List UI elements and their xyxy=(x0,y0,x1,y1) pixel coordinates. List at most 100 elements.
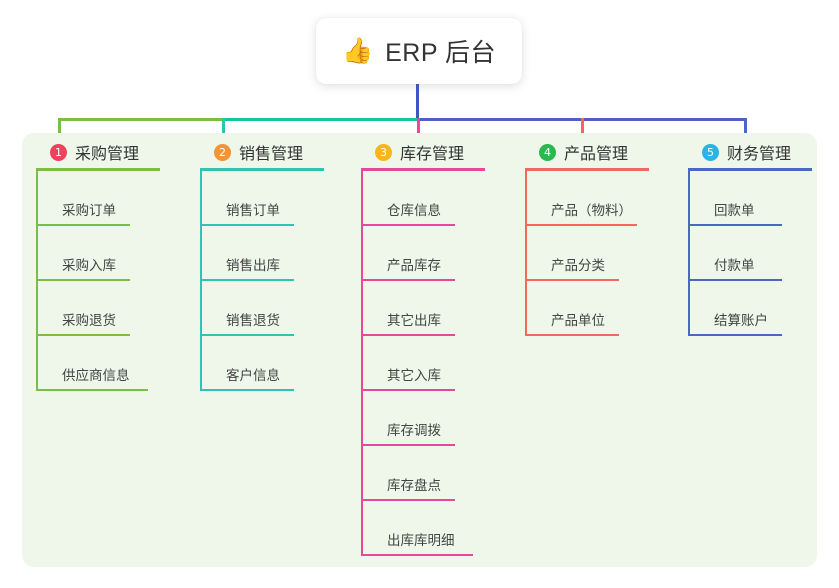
branch-item-label: 采购退货 xyxy=(62,313,116,328)
branch-header-1[interactable]: 1 采购管理 xyxy=(36,133,196,171)
branch-item[interactable]: 产品库存 xyxy=(361,226,521,281)
branch-item-underline xyxy=(200,334,294,336)
branch-item-underline xyxy=(200,389,294,391)
branch-item-label: 采购订单 xyxy=(62,203,116,218)
branch-item-label: 销售订单 xyxy=(226,203,280,218)
branch-item-underline xyxy=(361,389,455,391)
branch-item-underline xyxy=(200,279,294,281)
branch-header-5[interactable]: 5 财务管理 xyxy=(688,133,839,171)
branch-item[interactable]: 库存调拨 xyxy=(361,391,521,446)
branch-item-label: 回款单 xyxy=(714,203,755,218)
branch-item-label: 出库库明细 xyxy=(387,533,455,548)
branch-item-label: 其它出库 xyxy=(387,313,441,328)
branch-item-underline xyxy=(361,334,455,336)
branch-underline xyxy=(525,168,649,171)
branches-panel: 1 采购管理采购订单采购入库采购退货供应商信息 2 销售管理销售订单销售出库销售退货客… xyxy=(22,133,817,567)
branch-item-underline xyxy=(361,499,455,501)
branch-item-label: 付款单 xyxy=(714,258,755,273)
branch-number-badge: 2 xyxy=(214,143,231,161)
branch-column-1: 1 采购管理采购订单采购入库采购退货供应商信息 xyxy=(36,133,196,391)
branch-number-badge: 1 xyxy=(50,143,67,161)
branch-item-label: 采购入库 xyxy=(62,258,116,273)
branch-item-label: 产品单位 xyxy=(551,313,605,328)
branch-underline xyxy=(200,168,324,171)
branch-item[interactable]: 供应商信息 xyxy=(36,336,196,391)
branch-column-2: 2 销售管理销售订单销售出库销售退货客户信息 xyxy=(200,133,360,391)
branch-spine xyxy=(525,171,527,336)
thumbs-up-icon: 👍 xyxy=(341,36,374,65)
branch-item-underline xyxy=(688,334,782,336)
branch-item[interactable]: 回款单 xyxy=(688,171,839,226)
branch-item[interactable]: 采购订单 xyxy=(36,171,196,226)
branch-item-underline xyxy=(36,224,130,226)
branch-item[interactable]: 其它出库 xyxy=(361,281,521,336)
branch-spine xyxy=(361,171,363,556)
branch-item-label: 库存调拨 xyxy=(387,423,441,438)
branch-item-label: 其它入库 xyxy=(387,368,441,383)
branch-item-label: 结算账户 xyxy=(714,313,768,328)
branch-item-label: 产品分类 xyxy=(551,258,605,273)
branch-underline xyxy=(36,168,160,171)
branch-item-underline xyxy=(688,279,782,281)
branch-item-underline xyxy=(200,224,294,226)
branch-item[interactable]: 采购退货 xyxy=(36,281,196,336)
branch-item[interactable]: 采购入库 xyxy=(36,226,196,281)
branch-item-underline xyxy=(361,279,455,281)
branch-spine xyxy=(688,171,690,336)
root-node-content: 👍 ERP 后台 xyxy=(342,33,496,69)
branch-item[interactable]: 销售订单 xyxy=(200,171,360,226)
branch-item[interactable]: 其它入库 xyxy=(361,336,521,391)
branch-item[interactable]: 客户信息 xyxy=(200,336,360,391)
root-node-card[interactable]: 👍 ERP 后台 xyxy=(316,18,522,84)
branch-item[interactable]: 付款单 xyxy=(688,226,839,281)
branch-item-label: 产品（物料） xyxy=(551,203,632,218)
branch-item-list: 销售订单销售出库销售退货客户信息 xyxy=(200,171,360,391)
branch-number-badge: 5 xyxy=(702,143,719,161)
branch-item-underline xyxy=(525,224,637,226)
branch-title: 采购管理 xyxy=(75,146,140,163)
branch-item-label: 供应商信息 xyxy=(62,368,130,383)
branch-title: 产品管理 xyxy=(564,146,629,163)
branch-item[interactable]: 产品分类 xyxy=(525,226,685,281)
bus-segment-mid xyxy=(222,118,420,121)
branch-item[interactable]: 产品（物料） xyxy=(525,171,685,226)
branch-number-badge: 3 xyxy=(375,143,392,161)
branch-item-label: 销售出库 xyxy=(226,258,280,273)
branch-item[interactable]: 结算账户 xyxy=(688,281,839,336)
branch-item-underline xyxy=(361,554,473,556)
branch-spine xyxy=(36,171,38,391)
branch-underline xyxy=(688,168,812,171)
root-node-title: ERP 后台 xyxy=(385,39,497,67)
branch-title: 库存管理 xyxy=(400,146,465,163)
branch-item-list: 产品（物料） 产品分类产品单位 xyxy=(525,171,685,336)
branch-column-3: 3 库存管理仓库信息产品库存其它出库其它入库库存调拨库存盘点出库库明细 xyxy=(361,133,521,556)
branch-item-label: 仓库信息 xyxy=(387,203,441,218)
root-trunk-line xyxy=(416,84,419,121)
branch-item-underline xyxy=(525,279,619,281)
branch-item-underline xyxy=(36,389,148,391)
branch-header-2[interactable]: 2 销售管理 xyxy=(200,133,360,171)
branch-item-label: 库存盘点 xyxy=(387,478,441,493)
branch-item-list: 回款单付款单结算账户 xyxy=(688,171,839,336)
branch-item[interactable]: 出库库明细 xyxy=(361,501,521,556)
branch-spine xyxy=(200,171,202,391)
branch-item[interactable]: 库存盘点 xyxy=(361,446,521,501)
branch-item[interactable]: 销售退货 xyxy=(200,281,360,336)
branch-item-underline xyxy=(361,444,455,446)
bus-segment-left xyxy=(58,118,225,121)
branch-item-label: 销售退货 xyxy=(226,313,280,328)
branch-item[interactable]: 产品单位 xyxy=(525,281,685,336)
branch-item-list: 仓库信息产品库存其它出库其它入库库存调拨库存盘点出库库明细 xyxy=(361,171,521,556)
branch-title: 销售管理 xyxy=(239,146,304,163)
branch-item-underline xyxy=(36,279,130,281)
branch-item[interactable]: 仓库信息 xyxy=(361,171,521,226)
branch-header-3[interactable]: 3 库存管理 xyxy=(361,133,521,171)
branch-item-underline xyxy=(361,224,455,226)
branch-item[interactable]: 销售出库 xyxy=(200,226,360,281)
branch-title: 财务管理 xyxy=(727,146,792,163)
branch-item-underline xyxy=(36,334,130,336)
branch-column-5: 5 财务管理回款单付款单结算账户 xyxy=(688,133,839,336)
